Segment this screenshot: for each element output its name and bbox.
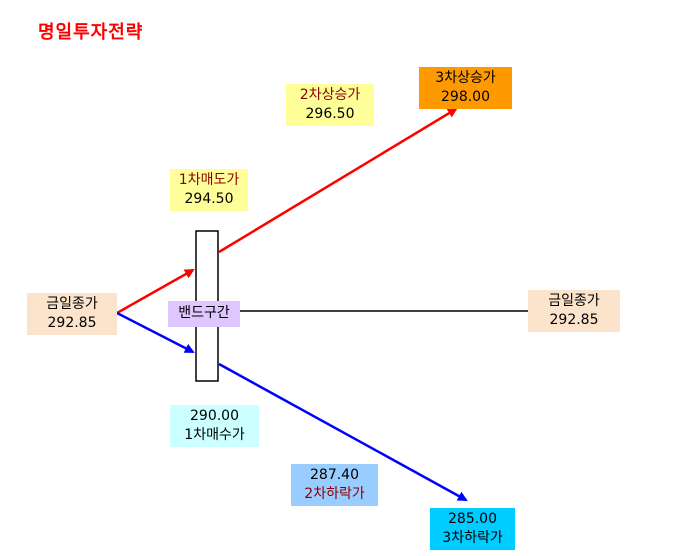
sell-level-1: 1차매도가 294.50 [170,169,248,211]
sell-level-2: 2차상승가 296.50 [286,84,374,126]
up-arrow-short [116,268,195,315]
buy-level-3-value: 285.00 [448,511,497,527]
close-price-right: 금일종가 292.85 [528,290,620,332]
page-title: 명일투자전략 [38,22,144,43]
sell-level-2-label: 2차상승가 [299,87,361,103]
close-left-label: 금일종가 [46,296,98,312]
down-arrow-long [218,362,468,502]
sell-level-3-value: 298.00 [441,89,490,105]
buy-level-1-label: 1차매수가 [184,427,245,443]
band-label: 밴드구간 [178,305,230,321]
band-label-box: 밴드구간 [168,301,240,327]
sell-level-3-label: 3차상승가 [435,70,496,86]
sell-level-2-value: 296.50 [305,106,355,122]
buy-level-2: 287.40 2차하락가 [291,464,378,506]
sell-level-3: 3차상승가 298.00 [419,67,512,109]
buy-level-2-label: 2차하락가 [304,486,365,502]
close-left-value: 292.85 [47,315,97,331]
close-price-left: 금일종가 292.85 [27,293,117,335]
sell-level-1-value: 294.50 [184,191,234,207]
close-right-label: 금일종가 [548,293,600,309]
buy-level-3-label: 3차하락가 [442,530,503,546]
buy-level-2-value: 287.40 [310,467,359,483]
down-arrow-short [116,311,195,354]
buy-level-3: 285.00 3차하락가 [430,508,515,550]
buy-level-1: 290.00 1차매수가 [170,405,259,447]
close-right-value: 292.85 [549,312,599,328]
sell-level-1-label: 1차매도가 [178,172,240,188]
buy-level-1-value: 290.00 [190,408,239,424]
up-arrow-long [218,107,458,254]
